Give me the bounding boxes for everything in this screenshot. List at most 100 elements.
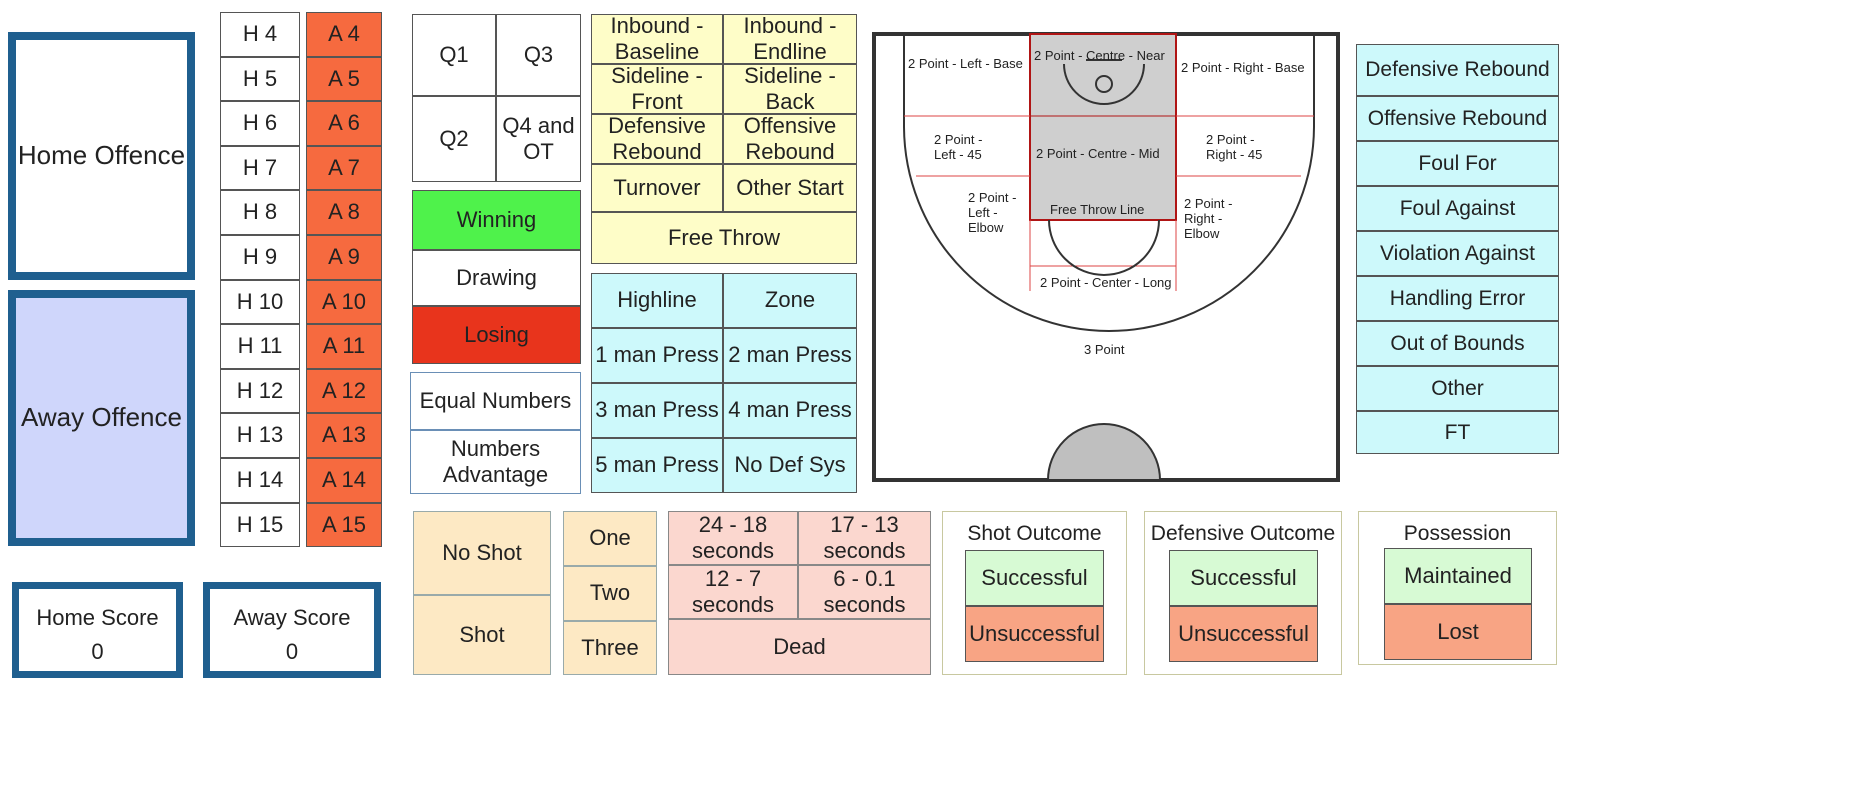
shot-button[interactable]: Shot	[413, 595, 551, 675]
defense-zone-button[interactable]: Zone	[723, 273, 857, 328]
zone-right-base-label[interactable]: 2 Point - Right - Base	[1181, 60, 1305, 75]
sideline-front-button[interactable]: Sideline - Front	[591, 63, 723, 114]
shot-clock-6-0-button[interactable]: 6 - 0.1 seconds	[798, 565, 931, 619]
away-player-button[interactable]: A 8	[306, 190, 382, 235]
foul-for-button[interactable]: Foul For	[1356, 141, 1559, 186]
possession-lost-button[interactable]: Lost	[1384, 604, 1532, 660]
home-player-button[interactable]: H 12	[220, 368, 300, 414]
equal-numbers-button[interactable]: Equal Numbers	[410, 372, 581, 430]
home-player-button[interactable]: H 15	[220, 502, 300, 548]
shot-outcome-panel: Shot Outcome	[942, 511, 1127, 675]
no-shot-button[interactable]: No Shot	[413, 511, 551, 595]
defense-successful-button[interactable]: Successful	[1169, 550, 1318, 606]
offensive-rebound-button[interactable]: Offensive Rebound	[1356, 96, 1559, 141]
other-end-button[interactable]: Other	[1356, 366, 1559, 411]
drawing-button[interactable]: Drawing	[412, 250, 581, 306]
defensive-outcome-panel: Defensive Outcome	[1144, 511, 1342, 675]
home-player-button[interactable]: H 13	[220, 413, 300, 458]
home-player-button[interactable]: H 6	[220, 101, 300, 146]
free-throw-line-label[interactable]: Free Throw Line	[1050, 202, 1144, 217]
home-score-box: Home Score 0	[12, 582, 183, 678]
defense-2-man-press-button[interactable]: 2 man Press	[723, 328, 857, 383]
losing-button[interactable]: Losing	[412, 306, 581, 364]
quarter-q3-button[interactable]: Q3	[496, 14, 581, 96]
offensive-rebound-start-button[interactable]: Offensive Rebound	[723, 113, 857, 164]
away-player-button[interactable]: A 13	[306, 413, 382, 458]
dead-ball-button[interactable]: Dead	[668, 619, 931, 675]
zone-right-45-label[interactable]: 2 Point -Right - 45	[1206, 132, 1262, 162]
shot-unsuccessful-button[interactable]: Unsuccessful	[965, 606, 1104, 662]
home-player-button[interactable]: H 8	[220, 190, 300, 235]
away-player-button[interactable]: A 4	[306, 12, 382, 57]
quarter-q4-ot-button[interactable]: Q4 and OT	[496, 96, 581, 182]
zone-three-point-label[interactable]: 3 Point	[1084, 342, 1125, 357]
possession-title: Possession	[1403, 522, 1512, 545]
away-score-value: 0	[285, 639, 299, 664]
home-score-label: Home Score	[36, 605, 159, 630]
home-player-button[interactable]: H 7	[220, 145, 300, 191]
defense-unsuccessful-button[interactable]: Unsuccessful	[1169, 606, 1318, 662]
quarter-q1-button[interactable]: Q1	[412, 14, 496, 96]
defensive-outcome-title: Defensive Outcome	[1150, 522, 1336, 545]
defense-highline-button[interactable]: Highline	[591, 273, 723, 328]
home-offence-button[interactable]: Home Offence	[8, 32, 195, 280]
possession-panel: Possession	[1358, 511, 1557, 665]
zone-centre-long-label[interactable]: 2 Point - Center - Long	[1040, 275, 1172, 290]
zone-centre-mid-label[interactable]: 2 Point - Centre - Mid	[1036, 146, 1160, 161]
handling-error-button[interactable]: Handling Error	[1356, 276, 1559, 321]
shot-outcome-title: Shot Outcome	[967, 522, 1102, 545]
defensive-rebound-button[interactable]: Defensive Rebound	[1356, 44, 1559, 96]
defense-4-man-press-button[interactable]: 4 man Press	[723, 383, 857, 438]
away-score-label: Away Score	[233, 605, 351, 630]
winning-button[interactable]: Winning	[412, 190, 581, 250]
zone-left-base-label[interactable]: 2 Point - Left - Base	[908, 56, 1023, 71]
away-player-button[interactable]: A 5	[306, 56, 382, 102]
away-score-box: Away Score 0	[203, 582, 381, 678]
zone-left-45-label[interactable]: 2 Point -Left - 45	[934, 132, 982, 162]
shot-clock-17-13-button[interactable]: 17 - 13 seconds	[798, 511, 931, 565]
shot-successful-button[interactable]: Successful	[965, 550, 1104, 606]
quarter-q2-button[interactable]: Q2	[412, 96, 496, 182]
turnover-start-button[interactable]: Turnover	[591, 164, 723, 212]
home-player-button[interactable]: H 11	[220, 324, 300, 369]
zone-centre-near-label[interactable]: 2 Point - Centre - Near	[1034, 48, 1165, 63]
away-player-button[interactable]: A 15	[306, 502, 382, 548]
home-player-button[interactable]: H 9	[220, 235, 300, 280]
free-throw-start-button[interactable]: Free Throw	[591, 212, 857, 264]
away-offence-button[interactable]: Away Offence	[8, 290, 195, 546]
away-player-button[interactable]: A 11	[306, 324, 382, 369]
violation-against-button[interactable]: Violation Against	[1356, 231, 1559, 276]
zone-left-elbow-label[interactable]: 2 Point -Left -Elbow	[968, 190, 1016, 235]
ft-end-button[interactable]: FT	[1356, 411, 1559, 454]
passes-one-button[interactable]: One	[563, 511, 657, 566]
away-player-button[interactable]: A 10	[306, 279, 382, 325]
inbound-baseline-button[interactable]: Inbound - Baseline	[591, 13, 723, 64]
zone-right-elbow-label[interactable]: 2 Point -Right -Elbow	[1184, 196, 1232, 241]
away-player-button[interactable]: A 14	[306, 458, 382, 503]
away-player-button[interactable]: A 12	[306, 368, 382, 414]
inbound-endline-button[interactable]: Inbound - Endline	[723, 13, 857, 64]
home-player-button[interactable]: H 14	[220, 458, 300, 503]
away-player-button[interactable]: A 6	[306, 101, 382, 146]
shot-clock-24-18-button[interactable]: 24 - 18 seconds	[668, 511, 798, 565]
defense-5-man-press-button[interactable]: 5 man Press	[591, 438, 723, 493]
passes-three-button[interactable]: Three	[563, 621, 657, 675]
key-zone[interactable]	[1029, 33, 1177, 221]
numbers-advantage-button[interactable]: Numbers Advantage	[410, 430, 581, 494]
sideline-back-button[interactable]: Sideline - Back	[723, 63, 857, 114]
away-player-button[interactable]: A 9	[306, 235, 382, 280]
out-of-bounds-button[interactable]: Out of Bounds	[1356, 321, 1559, 366]
defense-3-man-press-button[interactable]: 3 man Press	[591, 383, 723, 438]
home-player-button[interactable]: H 5	[220, 56, 300, 102]
defense-none-button[interactable]: No Def Sys	[723, 438, 857, 493]
other-start-button[interactable]: Other Start	[723, 164, 857, 212]
home-player-button[interactable]: H 4	[220, 12, 300, 57]
home-player-button[interactable]: H 10	[220, 279, 300, 325]
away-player-button[interactable]: A 7	[306, 145, 382, 191]
foul-against-button[interactable]: Foul Against	[1356, 186, 1559, 231]
shot-clock-12-7-button[interactable]: 12 - 7 seconds	[668, 565, 798, 619]
defense-1-man-press-button[interactable]: 1 man Press	[591, 328, 723, 383]
possession-maintained-button[interactable]: Maintained	[1384, 548, 1532, 604]
defensive-rebound-start-button[interactable]: Defensive Rebound	[591, 113, 723, 164]
passes-two-button[interactable]: Two	[563, 566, 657, 621]
